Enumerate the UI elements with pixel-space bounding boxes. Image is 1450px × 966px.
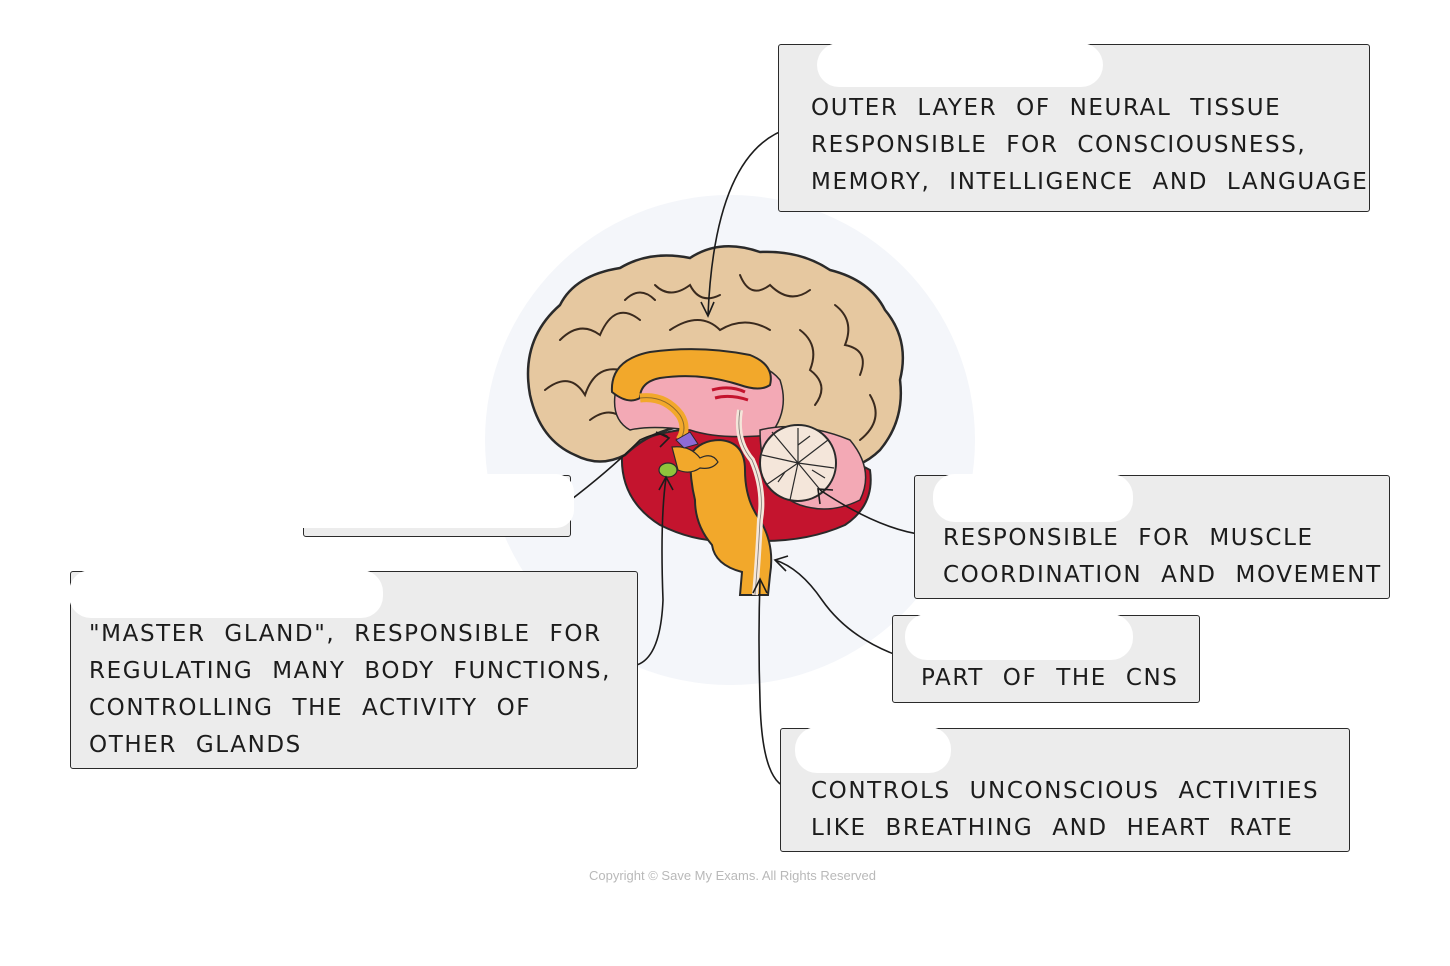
hypothalamus-arrowhead [655, 431, 671, 448]
cerebrum-line-3: MEMORY, INTELLIGENCE AND LANGUAGE [811, 169, 1369, 195]
medulla-box: CONTROLS UNCONSCIOUS ACTIVITIES LIKE BRE… [780, 727, 1350, 852]
cerebrum-description: OUTER LAYER OF NEURAL TISSUE RESPONSIBLE… [811, 90, 1368, 201]
medulla-arrowhead [752, 577, 768, 594]
cerebellum-arrowhead [817, 488, 834, 505]
cerebellum-branches [761, 428, 835, 501]
pituitary-arrowhead [658, 475, 674, 491]
medulla-line-2: LIKE BREATHING AND HEART RATE [811, 815, 1294, 841]
pituitary-stalk [671, 446, 719, 473]
brainstem [688, 438, 773, 596]
cerebellum-title-blank [933, 474, 1133, 522]
pituitary-line-4: OTHER GLANDS [89, 732, 302, 758]
fornix-outline [639, 397, 685, 441]
pituitary-box: "MASTER GLAND", RESPONSIBLE FOR REGULATI… [69, 570, 638, 769]
pituitary-line-3: CONTROLLING THE ACTIVITY OF [89, 695, 532, 721]
spinal-cord-description: PART OF THE CNS [921, 660, 1179, 697]
spinal-cord-line-1: PART OF THE CNS [921, 665, 1179, 691]
hypothalamus-title-blank [302, 474, 574, 528]
corpus-callosum [610, 348, 772, 402]
spinal-connector [774, 559, 906, 659]
pituitary-connector [624, 477, 667, 667]
spinal-cord-title-blank [905, 614, 1133, 660]
thalamus-streaks [711, 386, 749, 402]
pituitary-line-2: REGULATING MANY BODY FUNCTIONS, [89, 658, 612, 684]
medulla-description: CONTROLS UNCONSCIOUS ACTIVITIES LIKE BRE… [811, 773, 1319, 847]
hypothalamus-box [302, 474, 574, 537]
pituitary-title-blank [69, 570, 383, 618]
cerebrum-line-2: RESPONSIBLE FOR CONSCIOUSNESS, [811, 132, 1307, 158]
spinal-tract-outline [738, 409, 762, 596]
cerebrum-connector [707, 127, 791, 316]
cerebrum-title-blank [817, 43, 1103, 87]
cerebrum-line-1: OUTER LAYER OF NEURAL TISSUE [811, 95, 1282, 121]
cerebrum-arrowhead [700, 301, 715, 318]
pituitary-gland [658, 462, 678, 478]
cerebellum-line-1: RESPONSIBLE FOR MUSCLE [943, 525, 1314, 551]
cerebellum-line-2: COORDINATION AND MOVEMENT [943, 562, 1382, 588]
medulla-title-blank [795, 727, 951, 773]
spinal-arrowhead [773, 555, 789, 572]
pituitary-line-1: "MASTER GLAND", RESPONSIBLE FOR [89, 621, 602, 647]
spinal-cord-box: PART OF THE CNS [892, 614, 1200, 703]
hypothalamus [675, 431, 699, 449]
medulla-line-1: CONTROLS UNCONSCIOUS ACTIVITIES [811, 778, 1320, 804]
cerebellum-box: RESPONSIBLE FOR MUSCLE COORDINATION AND … [914, 474, 1390, 599]
cortex-folds [544, 274, 877, 441]
cerebellum-description: RESPONSIBLE FOR MUSCLE COORDINATION AND … [943, 520, 1382, 594]
copyright-notice: Copyright © Save My Exams. All Rights Re… [588, 868, 876, 883]
medulla-connector [758, 579, 794, 789]
pituitary-description: "MASTER GLAND", RESPONSIBLE FOR REGULATI… [89, 616, 611, 764]
cerebrum-box: OUTER LAYER OF NEURAL TISSUE RESPONSIBLE… [778, 43, 1370, 212]
